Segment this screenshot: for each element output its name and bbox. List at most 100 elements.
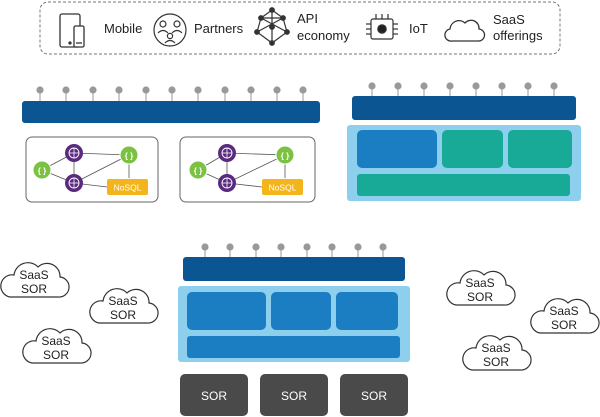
sor-system-2: SOR	[260, 374, 328, 416]
saas-sor-cloud-4: SaaS SOR	[446, 270, 516, 306]
saas-sor-line1: SaaS	[108, 294, 137, 308]
api-node-label: { }	[38, 167, 46, 176]
endpoint-dot	[379, 243, 387, 251]
endpoint-dot	[368, 82, 376, 90]
endpoint-dot	[303, 243, 311, 251]
sor-system-3: SOR	[340, 374, 408, 416]
gateway-endpoints	[368, 82, 558, 96]
endpoint-dot	[115, 86, 123, 94]
sor-label: SOR	[201, 389, 227, 403]
saas-sor-line1: SaaS	[549, 304, 578, 318]
api-node-label: { }	[194, 167, 202, 176]
channels-bar: Mobile Partners	[39, 1, 561, 55]
cloud-icon	[89, 288, 159, 324]
endpoint-dot	[299, 86, 307, 94]
endpoint-dot	[89, 86, 97, 94]
service-node-icon	[218, 174, 236, 192]
nosql-label: NoSQL	[269, 183, 297, 193]
endpoint-dot	[277, 243, 285, 251]
endpoint-dot	[273, 86, 281, 94]
endpoint-dot	[252, 243, 260, 251]
endpoint-dot	[498, 82, 506, 90]
saas-sor-cloud-1: SaaS SOR	[0, 262, 70, 298]
api-label-line2: economy	[297, 28, 350, 43]
api-node-icon	[188, 160, 208, 180]
app-block	[508, 130, 572, 168]
mobile-label: Mobile	[104, 21, 142, 36]
saas-offerings-label-line2: offerings	[493, 28, 543, 43]
sor-system-1: SOR	[180, 374, 248, 416]
saas-sor-cloud-6: SaaS SOR	[462, 335, 532, 371]
application-gateway-right	[347, 82, 581, 201]
cloud-icon	[22, 328, 92, 364]
microservice-cluster-2: { } { } NoSQL	[179, 136, 316, 203]
nosql-store	[107, 179, 148, 195]
api-node-icon	[119, 145, 139, 165]
gateway-bar-bottom	[183, 257, 405, 281]
gateway-bar-left	[22, 101, 320, 123]
saas-sor-line1: SaaS	[41, 334, 70, 348]
service-node-icon	[65, 144, 83, 162]
gateway-bar-right	[352, 96, 576, 120]
cloud-icon	[444, 19, 486, 42]
endpoint-dot	[201, 243, 209, 251]
nosql-store	[262, 179, 303, 195]
endpoint-dot	[354, 243, 362, 251]
gateway-endpoints	[201, 243, 387, 257]
endpoint-dot	[194, 86, 202, 94]
saas-sor-line1: SaaS	[19, 268, 48, 282]
api-node-icon	[32, 160, 52, 180]
saas-sor-line1: SaaS	[465, 276, 494, 290]
partners-icon	[153, 13, 187, 47]
saas-sor-line2: SOR	[551, 318, 577, 332]
saas-offerings-label-line1: SaaS	[493, 12, 525, 27]
endpoint-dot	[221, 86, 229, 94]
iot-label: IoT	[409, 21, 428, 36]
microservice-cluster-1: { } { } NoSQL	[25, 136, 159, 203]
nosql-label: NoSQL	[114, 183, 142, 193]
cloud-icon	[462, 335, 532, 371]
endpoint-dot	[524, 82, 532, 90]
saas-sor-line1: SaaS	[481, 341, 510, 355]
api-node-label: { }	[281, 152, 289, 161]
saas-sor-line2: SOR	[21, 282, 47, 296]
app-block	[442, 130, 503, 168]
sor-label: SOR	[281, 389, 307, 403]
microservices-gateway: { } { } NoSQL	[22, 86, 320, 203]
api-label-line1: API	[297, 11, 318, 26]
saas-sor-line2: SOR	[467, 290, 493, 304]
endpoint-dot	[142, 86, 150, 94]
partners-label: Partners	[194, 21, 244, 36]
saas-sor-line2: SOR	[43, 348, 69, 362]
endpoint-dot	[420, 82, 428, 90]
saas-sor-cloud-3: SaaS SOR	[22, 328, 92, 364]
cloud-icon	[446, 270, 516, 306]
cloud-icon	[0, 262, 70, 298]
app-block-wide	[187, 336, 400, 358]
service-node-icon	[218, 144, 236, 162]
app-block	[271, 292, 331, 330]
api-node-icon	[275, 145, 295, 165]
api-node-label: { }	[125, 152, 133, 161]
mobile-devices-icon	[59, 13, 85, 48]
endpoint-dot	[36, 86, 44, 94]
gateway-endpoints	[36, 86, 307, 101]
app-block	[357, 130, 437, 168]
saas-sor-clouds: SaaS SOR SaaS SOR SaaS SOR SaaS SOR SaaS…	[0, 262, 600, 371]
chip-icon	[366, 14, 398, 40]
cloud-icon	[530, 298, 600, 334]
app-block	[336, 292, 398, 330]
endpoint-dot	[226, 243, 234, 251]
endpoint-dot	[394, 82, 402, 90]
saas-sor-line2: SOR	[110, 308, 136, 322]
app-block	[187, 292, 266, 330]
api-network-icon	[254, 7, 290, 46]
app-block-wide	[357, 174, 570, 196]
endpoint-dot	[446, 82, 454, 90]
endpoint-dot	[328, 243, 336, 251]
sor-label: SOR	[361, 389, 387, 403]
service-node-icon	[65, 174, 83, 192]
endpoint-dot	[472, 82, 480, 90]
endpoint-dot	[550, 82, 558, 90]
endpoint-dot	[62, 86, 70, 94]
